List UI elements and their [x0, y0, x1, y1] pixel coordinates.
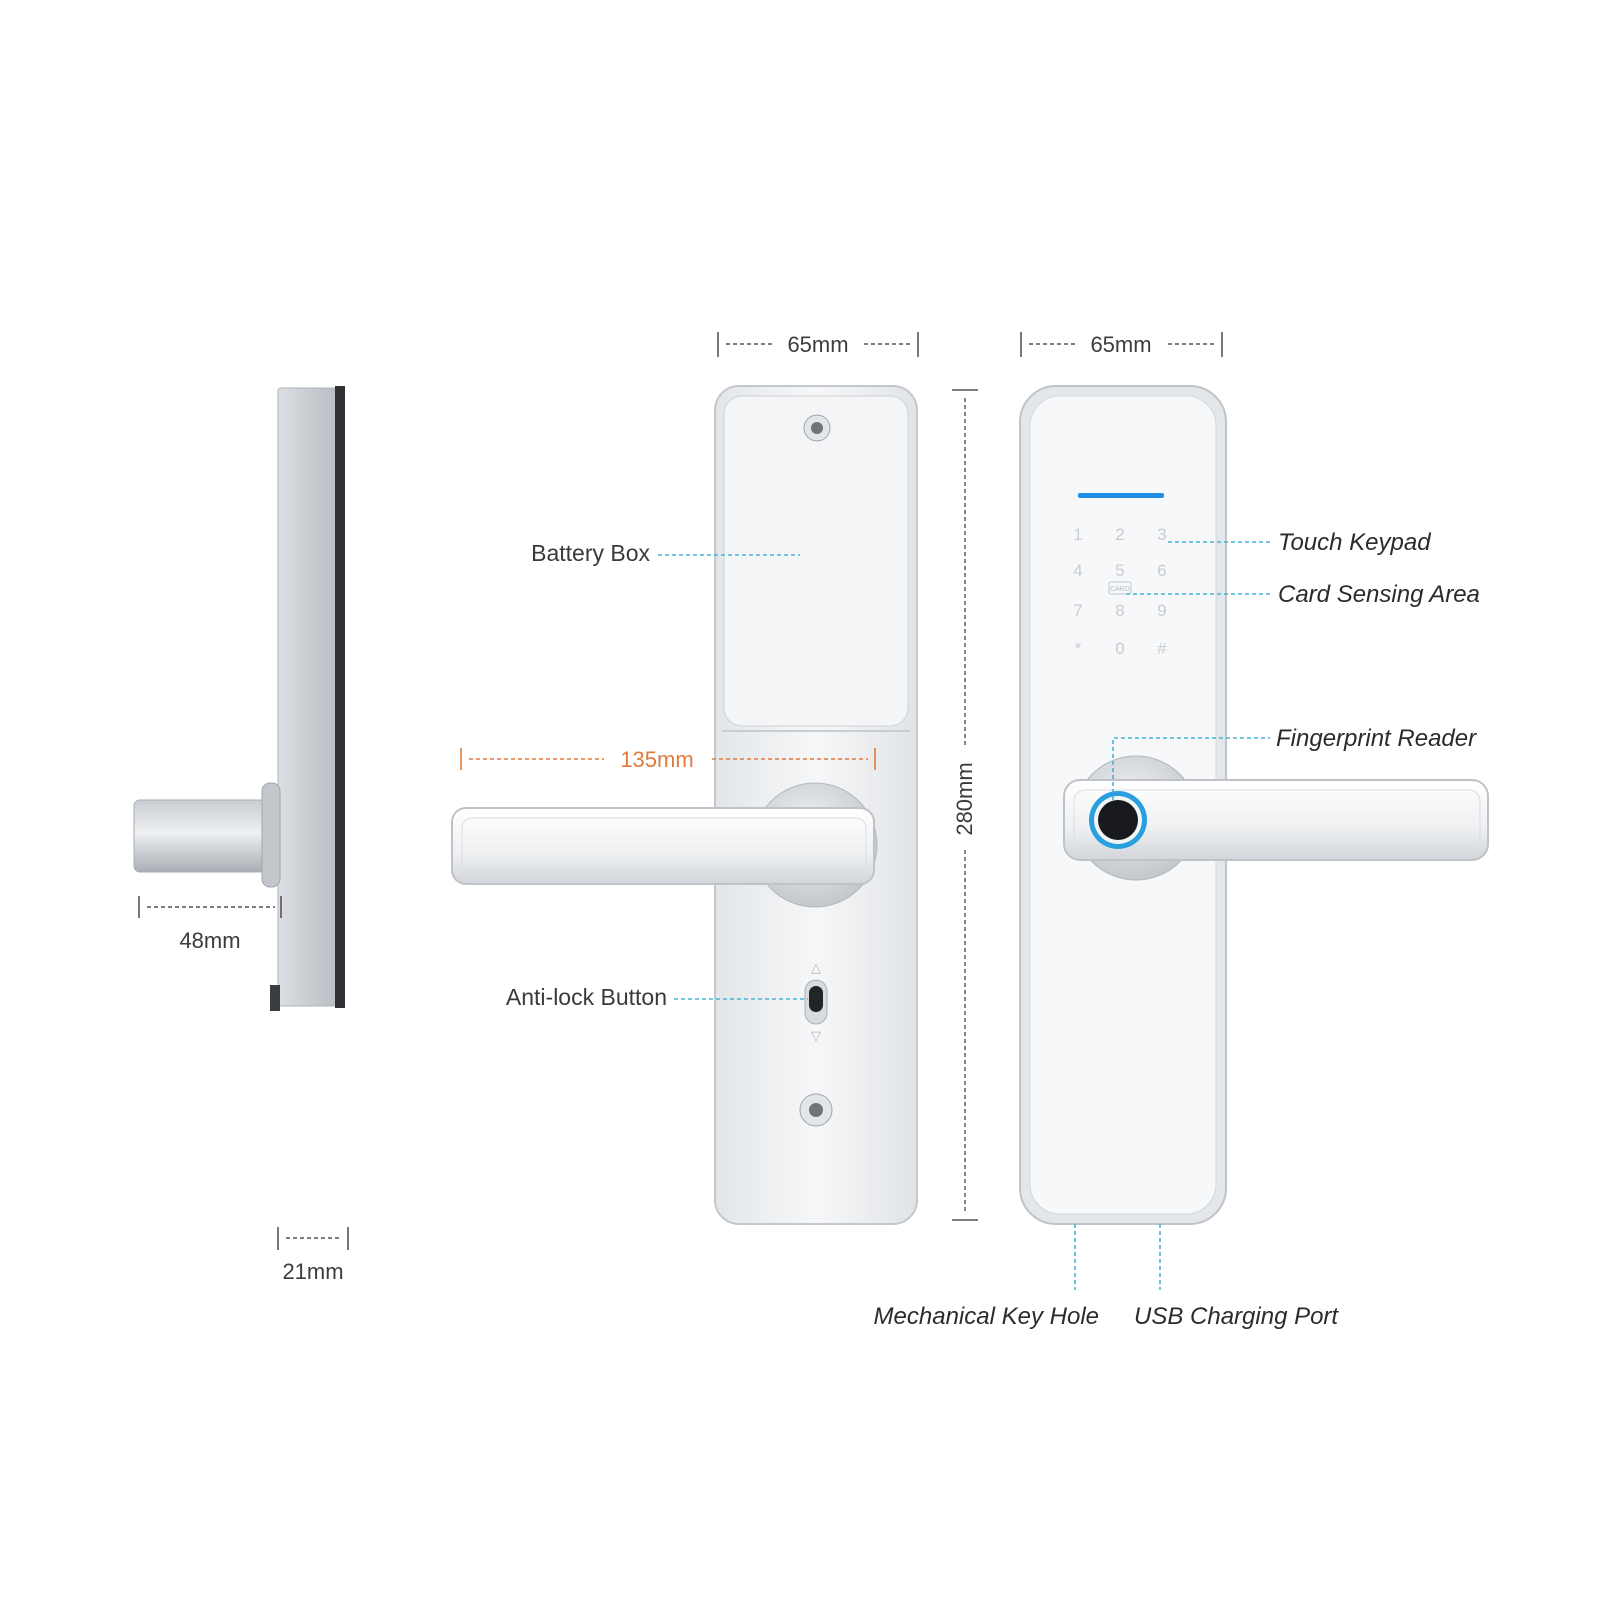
back-handle	[451, 807, 875, 885]
side-rose	[261, 782, 281, 888]
dim-65-front-label: 65mm	[1090, 332, 1151, 357]
usb-charging-port-label: USB Charging Port	[1134, 1303, 1339, 1330]
keypad-key[interactable]: 8	[1115, 601, 1124, 620]
battery-box-cover	[723, 395, 909, 727]
fingerprint-reader-label: Fingerprint Reader	[1276, 725, 1477, 752]
anti-lock-knob	[809, 986, 823, 1012]
touch-keypad-label: Touch Keypad	[1278, 529, 1431, 556]
back-view: 65mm △ ▽ 135mm Battery Box	[451, 332, 919, 1225]
card-icon: CARD	[1108, 581, 1132, 595]
keypad-key[interactable]: 9	[1157, 601, 1166, 620]
keypad-indicator-bar	[1078, 493, 1164, 498]
anti-lock-switch: △ ▽	[804, 961, 828, 1044]
dim-48-label: 48mm	[179, 928, 240, 953]
keypad-key[interactable]: 7	[1073, 601, 1082, 620]
top-screw-icon	[803, 414, 831, 442]
keypad-key[interactable]: 2	[1115, 525, 1124, 544]
side-plate	[277, 387, 345, 1007]
card-icon-box	[1108, 581, 1132, 595]
keypad-key[interactable]: 4	[1073, 561, 1082, 580]
keypad-key[interactable]: #	[1157, 639, 1167, 658]
dim-135-label: 135mm	[620, 747, 693, 772]
keypad-key[interactable]: *	[1075, 639, 1082, 658]
lock-glyph-icon: △	[811, 961, 821, 976]
unlock-glyph-icon: ▽	[811, 1029, 821, 1044]
keypad-key[interactable]: 3	[1157, 525, 1166, 544]
touch-keypad: 1 2 3 4 5 6 7 8 9 * 0 # CARD	[1073, 525, 1167, 658]
keypad-key[interactable]: 6	[1157, 561, 1166, 580]
side-latch-tab	[270, 985, 280, 1011]
fingerprint-sensor-icon	[1098, 800, 1138, 840]
fingerprint-reader[interactable]	[1089, 791, 1147, 849]
keypad-key[interactable]: 0	[1115, 639, 1124, 658]
front-handle-inner	[1073, 789, 1481, 847]
card-sensing-area-label: Card Sensing Area	[1278, 581, 1480, 608]
side-spindle	[133, 799, 271, 873]
front-view: 65mm 1 2 3 4 5 6 7 8 9 * 0 # CARD	[874, 332, 1489, 1330]
dim-21-label: 21mm	[282, 1259, 343, 1284]
side-view: 48mm 21mm	[133, 386, 349, 1284]
bottom-screw-icon	[799, 1093, 833, 1127]
battery-box-label: Battery Box	[531, 540, 650, 566]
front-handle	[1063, 779, 1489, 861]
dim-280-label: 280mm	[952, 762, 977, 835]
height-dimension: 280mm	[952, 389, 978, 1221]
keypad-key[interactable]: 1	[1073, 525, 1082, 544]
mechanical-key-hole-label: Mechanical Key Hole	[874, 1303, 1099, 1330]
anti-lock-button-label: Anti-lock Button	[506, 984, 667, 1010]
side-plate-edge	[335, 386, 345, 1008]
keypad-key[interactable]: 5	[1115, 561, 1124, 580]
dim-65-back-label: 65mm	[787, 332, 848, 357]
card-icon-text: CARD	[1110, 586, 1130, 593]
back-handle-inner	[461, 817, 867, 871]
